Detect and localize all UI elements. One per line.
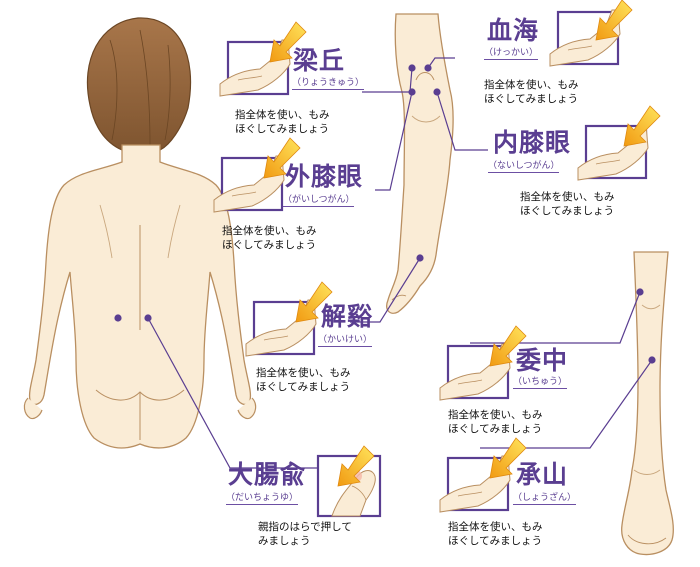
icon-box-ichu xyxy=(439,325,527,401)
reading-shozan: （しょうざん） xyxy=(513,493,577,505)
instruction-naishitsugan: 指全体を使い、もみほぐしてみましょう xyxy=(520,191,615,217)
instruction-kekkai: 指全体を使い、もみほぐしてみましょう xyxy=(484,79,579,105)
leader-lines xyxy=(147,57,653,469)
instruction-ryokyu: 指全体を使い、もみほぐしてみましょう xyxy=(235,109,330,135)
reading-ichu: （いちゅう） xyxy=(513,377,568,389)
title-kekkai: 血海 xyxy=(487,16,540,45)
title-kaikei: 解谿 xyxy=(321,302,374,331)
title-naishitsugan: 内膝眼 xyxy=(493,128,572,157)
title-daichoyu: 大腸兪 xyxy=(228,460,307,489)
instruction-ichu: 指全体を使い、もみほぐしてみましょう xyxy=(448,409,543,435)
acupoint-dots xyxy=(114,64,656,364)
icon-box-daichoyu xyxy=(316,445,382,518)
back-figure xyxy=(23,17,257,449)
title-gaishitsugan: 外膝眼 xyxy=(285,162,364,191)
icon-box-kekkai xyxy=(549,0,633,67)
title-ryokyu: 梁丘 xyxy=(293,46,346,75)
reading-naishitsugan: （ないしつがん） xyxy=(488,161,560,173)
instruction-gaishitsugan: 指全体を使い、もみほぐしてみましょう xyxy=(222,225,317,251)
reading-ryokyu: （りょうきゅう） xyxy=(292,78,365,90)
icon-box-kaikei xyxy=(245,281,333,357)
icon-box-naishitsugan xyxy=(577,105,661,181)
leg-front xyxy=(386,13,454,314)
title-ichu: 委中 xyxy=(516,346,569,375)
instruction-shozan: 指全体を使い、もみほぐしてみましょう xyxy=(448,521,543,547)
icon-box-gaishitsugan xyxy=(213,137,301,213)
reading-gaishitsugan: （がいしつがん） xyxy=(283,195,355,207)
instruction-kaikei: 指全体を使い、もみほぐしてみましょう xyxy=(256,367,351,393)
instruction-daichoyu: 親指のはらで押してみましょう xyxy=(258,521,352,547)
leg-back xyxy=(621,251,674,556)
reading-kaikei: （かいけい） xyxy=(318,335,373,347)
reading-daichoyu: （だいちょうゆ） xyxy=(226,493,299,505)
icon-box-shozan xyxy=(439,437,527,513)
icon-box-ryokyu xyxy=(219,21,307,97)
reading-kekkai: （けっかい） xyxy=(484,48,539,60)
title-shozan: 承山 xyxy=(516,460,569,489)
